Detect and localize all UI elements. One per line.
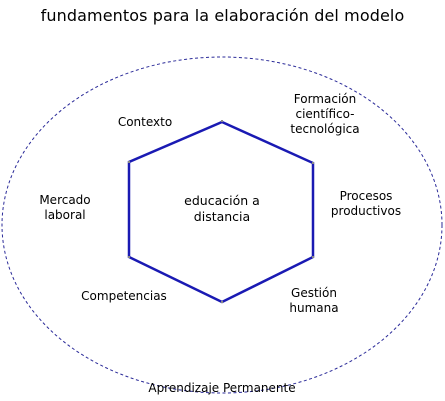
node-label-formacion: Formación científico- tecnológica	[290, 92, 360, 136]
hexagon-vertex-markers	[128, 120, 314, 303]
center-label: educación a distancia	[184, 193, 260, 224]
node-label-gestion: Gestión humana	[289, 286, 339, 315]
node-label-mercado: Mercado laboral	[39, 193, 91, 222]
diagram-title: fundamentos para la elaboración del mode…	[40, 6, 405, 25]
node-label-competencias: Competencias	[81, 289, 167, 303]
outer-ellipse	[1, 56, 443, 394]
node-label-procesos: Procesos productivos	[330, 189, 402, 218]
node-label-contexto: Contexto	[117, 115, 173, 129]
outer-label: Aprendizaje Permanente	[148, 381, 296, 395]
